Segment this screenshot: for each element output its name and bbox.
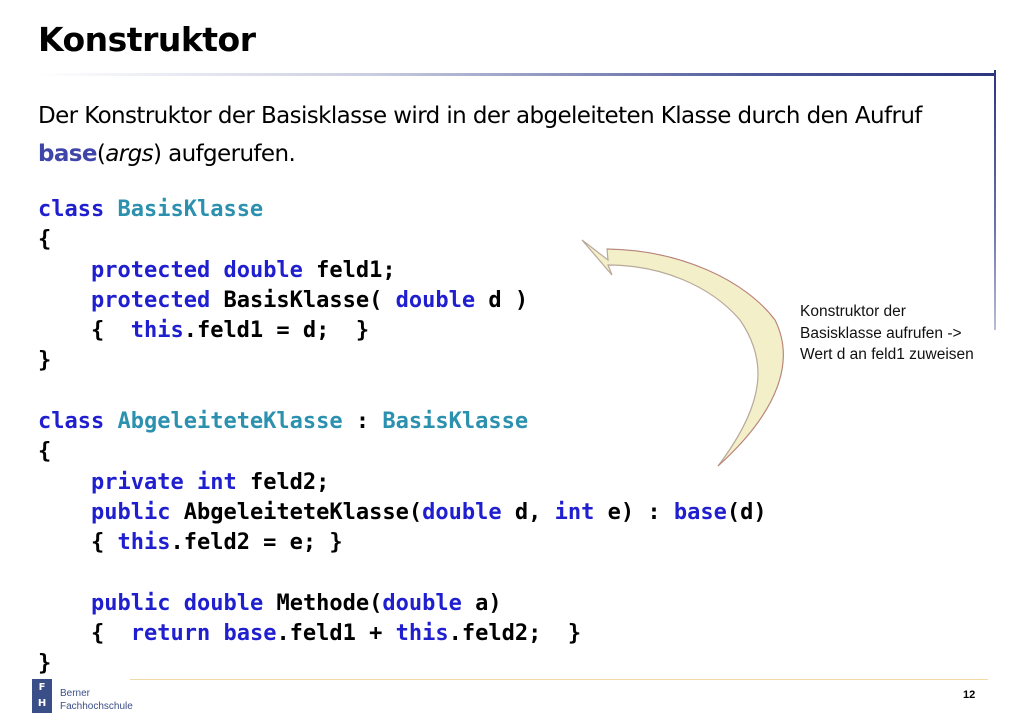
code-keyword: double [183, 590, 264, 616]
code-keyword: return [130, 621, 211, 647]
code-text: feld1; [302, 257, 396, 283]
code-text [170, 591, 183, 616]
intro-args: args [105, 141, 153, 167]
code-keyword: base [673, 499, 727, 525]
code-line: } [38, 649, 767, 679]
intro-paren: ( [96, 141, 106, 167]
code-keyword: base [223, 621, 277, 647]
code-keyword: protected [90, 257, 211, 283]
code-text [210, 621, 223, 646]
intro-part2: ) aufgerufen. [152, 141, 296, 167]
code-line: private int feld2; [38, 468, 767, 498]
code-text: d, [501, 499, 555, 525]
code-keyword: double [223, 257, 303, 283]
code-text: .feld2; } [448, 621, 582, 647]
code-text: a) [461, 590, 502, 616]
code-text [38, 470, 91, 495]
code-text [184, 470, 197, 495]
code-line: } [38, 346, 767, 376]
code-line: { this.feld2 = e; } [38, 528, 767, 558]
code-line: { this.feld1 = d; } [38, 316, 767, 346]
logo-line1: Berner [60, 688, 91, 699]
code-text: : [342, 409, 383, 435]
title-divider [38, 73, 996, 76]
curved-arrow-icon [581, 239, 784, 467]
page-number: 12 [963, 689, 976, 701]
code-line: { [38, 437, 767, 467]
code-type: BasisKlasse [382, 409, 529, 435]
logo-text: Berner Fachhochschule [60, 687, 133, 713]
code-text: e) : [594, 499, 674, 525]
code-text: { [38, 621, 131, 647]
intro-part1: Der Konstruktor der Basisklasse wird in … [38, 103, 922, 129]
code-line: class BasisKlasse [38, 195, 767, 225]
code-text: } [38, 348, 52, 374]
logo-letter-f: F [38, 682, 46, 693]
code-keyword: public [90, 590, 171, 616]
code-keyword: double [395, 287, 476, 313]
code-line [38, 559, 767, 589]
code-text: .feld1 + [276, 621, 396, 647]
code-keyword: double [422, 499, 502, 525]
code-keyword: private [90, 469, 184, 495]
code-line: class AbgeleiteteKlasse : BasisKlasse [38, 407, 767, 437]
code-text: AbgeleiteteKlasse( [170, 499, 423, 525]
code-keyword: this [130, 318, 184, 344]
code-text: (d) [726, 499, 767, 525]
code-keyword: this [395, 621, 449, 647]
intro-keyword-base: base [38, 141, 97, 167]
footer-divider [130, 679, 988, 680]
code-text: Methode( [263, 590, 383, 616]
code-keyword: public [90, 499, 171, 525]
code-text: BasisKlasse( [210, 287, 396, 313]
right-edge-divider [994, 70, 996, 330]
code-text: .feld1 = d; } [183, 318, 370, 344]
code-text: d ) [475, 287, 529, 313]
code-text: { [38, 227, 52, 253]
code-line: protected BasisKlasse( double d ) [38, 286, 767, 316]
curved-arrow-shape [581, 239, 784, 467]
code-text: { [38, 318, 131, 344]
code-text [38, 258, 91, 283]
code-text [38, 591, 91, 616]
code-line: public double Methode(double a) [38, 589, 767, 619]
slide-title: Konstruktor [38, 20, 256, 59]
code-keyword: protected [90, 287, 211, 313]
code-keyword: int [554, 499, 595, 525]
code-text: .feld2 = e; } [170, 530, 343, 556]
code-text: { [38, 530, 118, 556]
code-line: { return base.feld1 + this.feld2; } [38, 619, 767, 649]
logo-line2: Fachhochschule [60, 701, 133, 712]
code-text [210, 258, 223, 283]
code-block: class BasisKlasse{ protected double feld… [38, 195, 767, 680]
code-line: public AbgeleiteteKlasse(double d, int e… [38, 498, 767, 528]
code-keyword: this [117, 530, 171, 556]
code-type: AbgeleiteteKlasse [117, 409, 343, 435]
code-text [38, 288, 91, 313]
code-keyword: class [38, 197, 105, 222]
code-line: { [38, 225, 767, 255]
annotation-note: Konstruktor der Basisklasse aufrufen -> … [800, 303, 974, 363]
code-text [104, 197, 117, 222]
code-keyword: class [38, 409, 105, 435]
code-keyword: double [382, 590, 462, 616]
bfh-logo: F H Berner Fachhochschule [32, 676, 162, 716]
logo-letter-h: H [37, 698, 47, 709]
code-line: protected double feld1; [38, 256, 767, 286]
code-text [38, 500, 91, 525]
code-text: feld2; [236, 469, 330, 495]
code-type: BasisKlasse [117, 197, 264, 222]
curved-arrow-accent [606, 248, 784, 467]
code-keyword: int [196, 469, 237, 495]
intro-text: Der Konstruktor der Basisklasse wird in … [38, 97, 978, 173]
logo-mark: F H [32, 679, 52, 713]
code-text [104, 409, 117, 434]
code-text: } [38, 651, 52, 677]
code-text: { [38, 439, 52, 465]
